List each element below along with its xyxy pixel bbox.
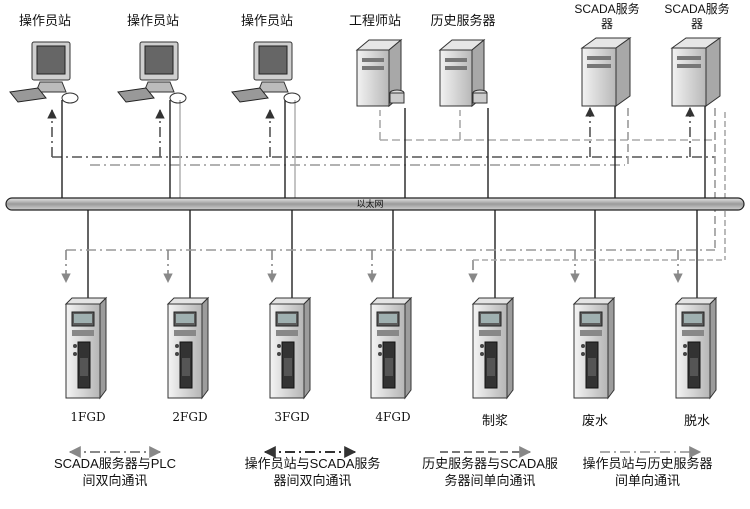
plc-label: 3FGD — [274, 410, 310, 424]
ethernet-label: 以太网 — [356, 200, 384, 210]
legend-text-1: SCADA服务器与PLC间双向通讯 — [53, 456, 177, 488]
plc-label: 脱水 — [683, 414, 710, 429]
plc-group — [64, 296, 718, 400]
workstation-2 — [117, 41, 187, 104]
plc-label: 1FGD — [70, 410, 106, 424]
plc-label: 制浆 — [481, 414, 508, 429]
scada-server-2 — [670, 37, 722, 107]
plc-label: 4FGD — [375, 410, 411, 424]
workstation-label: 操作员站 — [126, 14, 179, 29]
plc-rack — [166, 296, 210, 400]
scada-server-label: SCADA服务器 — [664, 2, 730, 31]
history-server — [438, 38, 488, 108]
plc-rack — [369, 296, 413, 400]
legend-text-2: 操作员站与SCADA服务器间双向通讯 — [244, 456, 381, 488]
legend-text-4: 操作员站与历史服务器间单向通讯 — [582, 456, 713, 488]
scada-server-1 — [580, 37, 632, 107]
history-server-label: 历史服务器 — [430, 14, 496, 29]
plc-label: 废水 — [581, 414, 608, 429]
lower-comm-lines — [61, 249, 725, 283]
plc-label: 2FGD — [172, 410, 208, 424]
plc-rack — [674, 296, 718, 400]
engineer-station-label: 工程师站 — [348, 14, 401, 29]
plc-rack — [572, 296, 616, 400]
plc-rack — [64, 296, 108, 400]
workstation-label: 操作员站 — [18, 14, 71, 29]
upper-comm-lines — [47, 107, 726, 260]
legend-text-3: 历史服务器与SCADA服务器间单向通讯 — [422, 456, 558, 488]
workstation-1 — [9, 41, 79, 104]
workstation-3 — [231, 41, 301, 104]
lower-connections — [87, 210, 698, 300]
workstation-label: 操作员站 — [240, 14, 293, 29]
ethernet-bus — [5, 197, 745, 211]
top-connections — [61, 100, 706, 198]
plc-rack — [268, 296, 312, 400]
scada-server-label: SCADA服务器 — [574, 2, 640, 31]
plc-rack — [471, 296, 515, 400]
engineer-server — [355, 38, 405, 108]
